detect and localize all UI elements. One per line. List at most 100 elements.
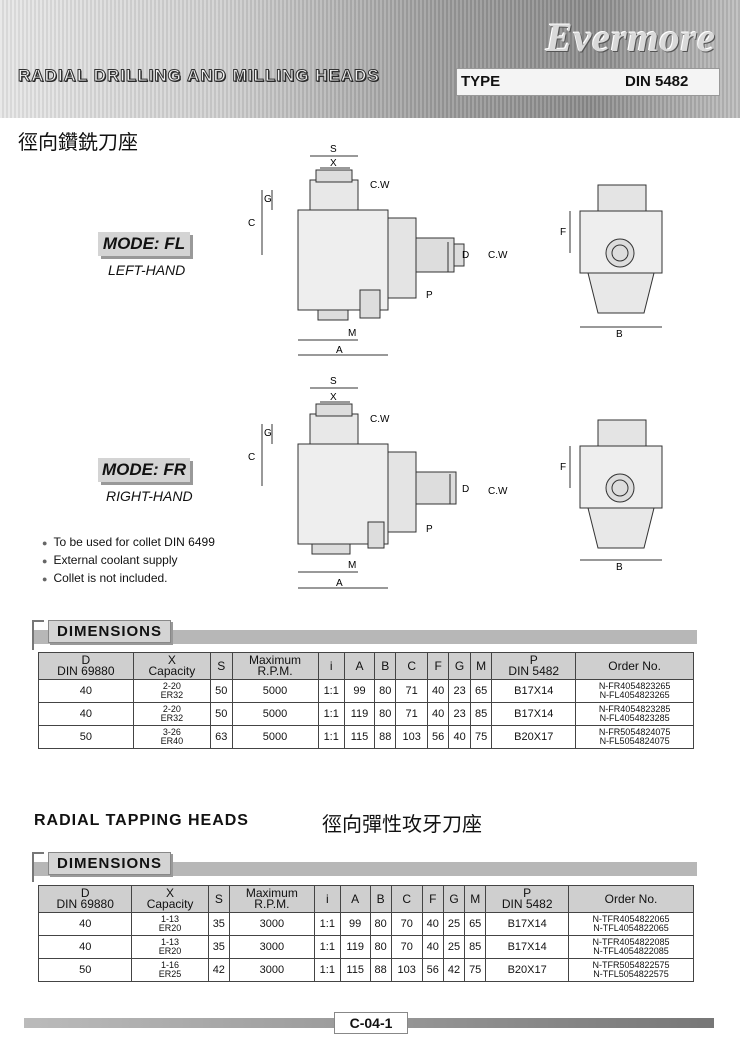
dim-label-m: M: [348, 560, 356, 571]
dimensions-bar-tapping: DIMENSIONS: [32, 852, 697, 882]
table-cell-d: 50: [37, 958, 133, 982]
table-cell-c: 70: [390, 935, 423, 959]
dimensions-label: DIMENSIONS: [48, 852, 172, 875]
table-cell-d: 40: [38, 702, 134, 726]
table-cell-i: 1:1: [317, 679, 345, 703]
table-cell-f: 40: [426, 702, 450, 726]
note-item: Collet is not included.: [42, 570, 215, 588]
table-cell-a: 119: [343, 702, 376, 726]
table-cell-m: 65: [464, 912, 487, 936]
table-cell-a: 115: [339, 958, 371, 982]
dim-label-m: M: [348, 328, 356, 339]
dim-label-g: G: [264, 194, 272, 205]
tapping-title: RADIAL TAPPING HEADS: [34, 812, 249, 829]
chinese-title: 徑向鑽銑刀座: [18, 130, 138, 154]
dim-label-g: G: [264, 428, 272, 439]
table-cell-c: 103: [395, 725, 428, 749]
mode-fr-sub: RIGHT-HAND: [106, 488, 193, 504]
table-cell-d: 40: [38, 679, 134, 703]
type-box: TYPE DIN 5482: [456, 68, 720, 96]
table-cell-d: 40: [37, 935, 133, 959]
table-cell-b: 80: [373, 679, 397, 703]
table-cell-i: 1:1: [313, 958, 341, 982]
table-cell-p: B17X14: [491, 679, 577, 703]
brand-logo: Evermore: [545, 15, 716, 60]
table-cell-p: B17X14: [491, 702, 577, 726]
dim-label-s: S: [330, 144, 337, 155]
table-cell-b: 88: [369, 958, 392, 982]
table-cell-f: 40: [421, 935, 444, 959]
table-cell-a: 119: [339, 935, 371, 959]
table-cell-rpm: 3000: [228, 912, 315, 936]
table-cell-rpm: 3000: [228, 935, 315, 959]
page-title: RADIAL DRILLING AND MILLING HEADS: [18, 66, 380, 86]
column-header: G: [448, 652, 471, 680]
dim-label-p: P: [426, 524, 433, 535]
column-header: M: [464, 885, 487, 913]
table-cell-b: 80: [369, 912, 392, 936]
table-cell-c: 71: [395, 702, 428, 726]
note-item: To be used for collet DIN 6499: [42, 534, 214, 552]
column-header: Order No.: [575, 652, 694, 680]
table-cell-m: 75: [464, 958, 487, 982]
column-header: A: [343, 652, 376, 680]
table-cell-m: 75: [469, 725, 493, 749]
dim-label-x: X: [330, 392, 337, 403]
table-cell-g: 42: [442, 958, 466, 982]
table-cell-a: 115: [343, 725, 376, 749]
table-cell-i: 1:1: [313, 912, 341, 936]
table-cell-i: 1:1: [313, 935, 341, 959]
dim-label-p: P: [426, 290, 433, 301]
table-cell-s: 35: [207, 935, 230, 959]
table-cell-s: 50: [210, 679, 233, 703]
type-label: TYPE: [461, 73, 501, 90]
table-cell-d: 50: [38, 725, 134, 749]
table-cell-rpm: 3000: [228, 958, 315, 982]
header-texture: [0, 0, 740, 118]
table-cell-g: 40: [448, 725, 471, 749]
notes-list: To be used for collet DIN 6499 External …: [42, 534, 215, 588]
dim-label-b: B: [616, 329, 623, 340]
table-cell-m: 85: [464, 935, 487, 959]
table-cell-b: 80: [373, 702, 397, 726]
column-header: B: [369, 885, 392, 913]
mode-fl-sub: LEFT-HAND: [108, 262, 186, 278]
table-cell-p: B20X17: [491, 725, 577, 749]
column-header: i: [313, 885, 341, 913]
table-cell-g: 25: [442, 912, 466, 936]
table-cell-rpm: 5000: [231, 679, 319, 703]
table-cell-s: 50: [210, 702, 233, 726]
table-cell-f: 56: [421, 958, 444, 982]
table-cell-g: 25: [442, 935, 466, 959]
table-cell-c: 103: [390, 958, 423, 982]
table-cell-s: 63: [210, 725, 233, 749]
table-cell-a: 99: [343, 679, 376, 703]
column-header: G: [442, 885, 466, 913]
header-band: [0, 0, 740, 118]
column-header: F: [426, 652, 450, 680]
column-header: M: [469, 652, 493, 680]
dim-label-cw-top: C.W: [370, 180, 390, 191]
column-header: C: [390, 885, 423, 913]
dim-label-a: A: [336, 578, 343, 589]
page-number: C-04-1: [334, 1012, 408, 1034]
table-cell-rpm: 5000: [231, 725, 319, 749]
fl-front-diagram: F B: [560, 184, 663, 340]
note-item: External coolant supply: [42, 552, 215, 570]
table-cell-rpm: 5000: [231, 702, 319, 726]
